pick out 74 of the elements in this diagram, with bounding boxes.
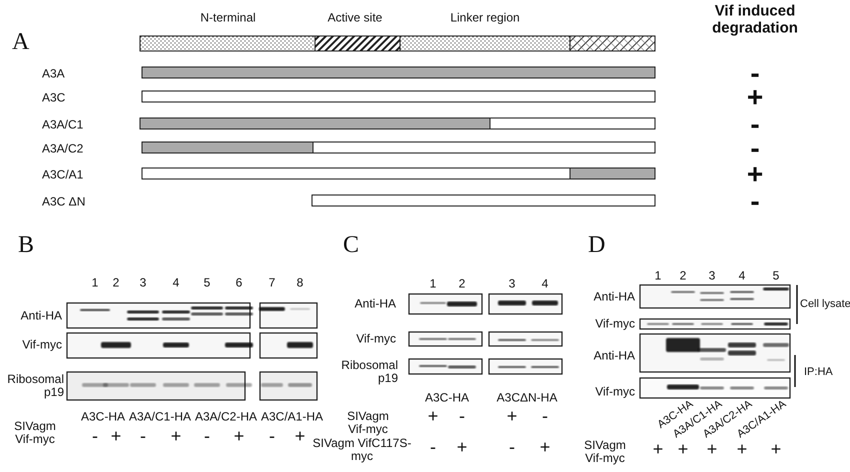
construct-label: A3A [42, 67, 65, 81]
treatment-label: SIVagm Vif-myc [346, 410, 390, 436]
plus-minus-sign: + [652, 440, 664, 460]
plus-minus-sign: + [428, 407, 438, 427]
blot-row-label: Vif-myc [595, 385, 635, 399]
plus-minus-sign: - [509, 438, 515, 458]
lane-number: 5 [204, 276, 210, 290]
bracket-label: Cell lysate [800, 298, 850, 310]
plus-minus-sign: + [540, 438, 550, 458]
plus-minus-sign: + [706, 440, 718, 460]
construct-label: A3C/A1 [42, 168, 84, 182]
panel-label: D [588, 232, 606, 258]
construct-label: A3A/C1 [42, 118, 84, 132]
blot-row-label: Ribosomal p19 [340, 358, 398, 386]
panel-label: B [18, 232, 34, 258]
lane-number: 7 [268, 276, 276, 290]
lane-number: 2 [112, 276, 120, 290]
construct-label: A3C-HA [81, 410, 125, 424]
plus-minus-sign: - [204, 427, 210, 447]
blot-row-label: Anti-HA [594, 290, 635, 304]
blot-row-label: Anti-HA [594, 349, 635, 363]
lane-number: 1 [92, 276, 98, 290]
plus-minus-sign: - [269, 427, 275, 447]
panel-label: C [343, 232, 360, 258]
blot-row-label: Vif-myc [356, 332, 396, 346]
plus-minus-sign: - [140, 427, 146, 447]
plus-minus-sign: + [506, 407, 518, 427]
blot-row-label: Anti-HA [354, 297, 396, 311]
construct-label: A3C [42, 91, 66, 105]
treatment-label: SIVagm Vif-myc [13, 420, 57, 446]
construct-label: A3C ΔN [42, 195, 86, 209]
panel-label: A [12, 28, 30, 56]
plus-minus-sign: - [459, 407, 465, 427]
lane-number: 3 [508, 277, 516, 291]
lane-number: 8 [296, 276, 304, 290]
treatment-label: SIVagm Vif-myc [583, 438, 627, 466]
construct-label: A3C/A1-HA [260, 410, 324, 424]
blot-row-label: Ribosomal p19 [6, 372, 64, 400]
domain-label: Linker region [450, 11, 520, 25]
domain-label: Active site [328, 11, 382, 25]
blot-row-label: Anti-HA [20, 309, 62, 323]
construct-label: A3CΔN-HA [496, 391, 558, 405]
domain-label: N-terminal [200, 11, 256, 25]
lane-number: 3 [708, 269, 716, 283]
plus-minus-sign: - [430, 438, 436, 458]
blot-row-label: Vif-myc [595, 317, 635, 331]
lane-number: 1 [430, 277, 436, 291]
treatment-label: SIVagm VifC117S-myc [312, 436, 412, 464]
plus-minus-sign: + [456, 438, 468, 458]
lane-number: 5 [772, 269, 780, 283]
plus-minus-sign: + [170, 427, 182, 447]
plus-minus-sign: - [542, 407, 548, 427]
lane-number: 4 [542, 277, 548, 291]
lane-number: 6 [236, 276, 242, 290]
plus-minus-sign: + [234, 427, 244, 447]
lane-number: 2 [680, 269, 686, 283]
construct-label: A3A/C1-HA [128, 410, 192, 424]
plus-minus-sign: + [294, 427, 306, 447]
construct-label: A3C-HA [425, 391, 469, 405]
plus-minus-sign: + [110, 427, 122, 447]
lane-number: 2 [458, 277, 466, 291]
blot-row-label: Vif-myc [22, 338, 62, 352]
plus-minus-sign: + [736, 440, 748, 460]
lane-number: 4 [172, 276, 180, 290]
plus-minus-sign: + [678, 440, 688, 460]
bracket-label: IP:HA [804, 366, 833, 378]
lane-number: 3 [140, 276, 146, 290]
column-heading: Vif induced degradation [711, 4, 799, 36]
plus-minus-sign: + [770, 440, 782, 460]
lane-number: 4 [738, 269, 746, 283]
construct-label: A3A/C2 [42, 142, 84, 156]
construct-label: A3A/C2-HA [194, 410, 258, 424]
lane-number: 1 [654, 269, 662, 283]
plus-minus-sign: - [92, 427, 98, 447]
